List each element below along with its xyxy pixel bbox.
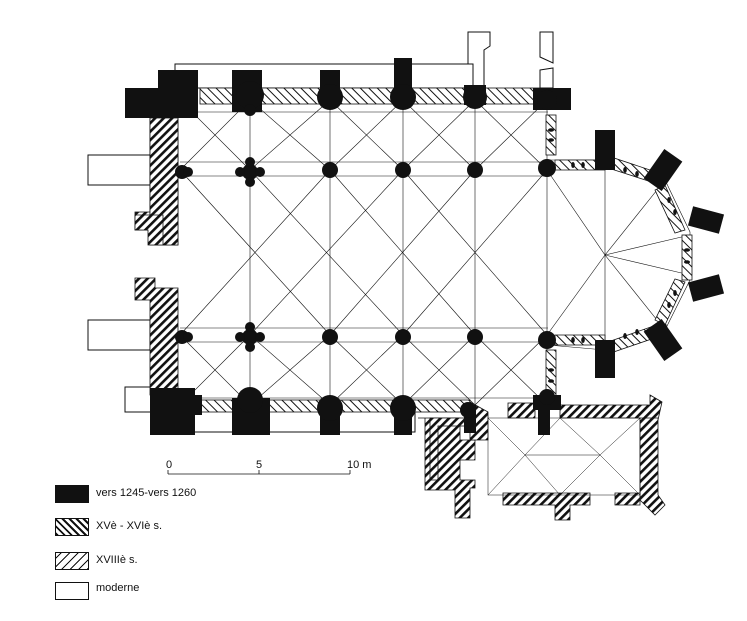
scale-label-0: 0 — [166, 459, 173, 471]
legend-label-1245-1260: vers 1245-vers 1260 — [96, 487, 197, 499]
legend-label-15th-16th: XVè - XVIè s. — [96, 520, 163, 532]
legend-swatch-solid — [55, 485, 89, 503]
13th-century-masonry — [125, 58, 725, 435]
scale-label-10m: 10 m — [347, 459, 372, 471]
chapel-vault-ribs — [487, 417, 641, 496]
legend-swatch-dense-hatch — [55, 518, 89, 536]
window-mullions — [548, 128, 690, 383]
legend-label-18th: XVIIIè s. — [96, 554, 138, 566]
scale-label-5: 5 — [256, 459, 263, 471]
legend-swatch-modern — [55, 582, 89, 600]
15th-16th-century-walls — [134, 116, 666, 521]
legend-swatch-light-hatch — [55, 552, 89, 570]
legend-label-modern: moderne — [96, 582, 140, 594]
scale-bar — [167, 470, 351, 475]
